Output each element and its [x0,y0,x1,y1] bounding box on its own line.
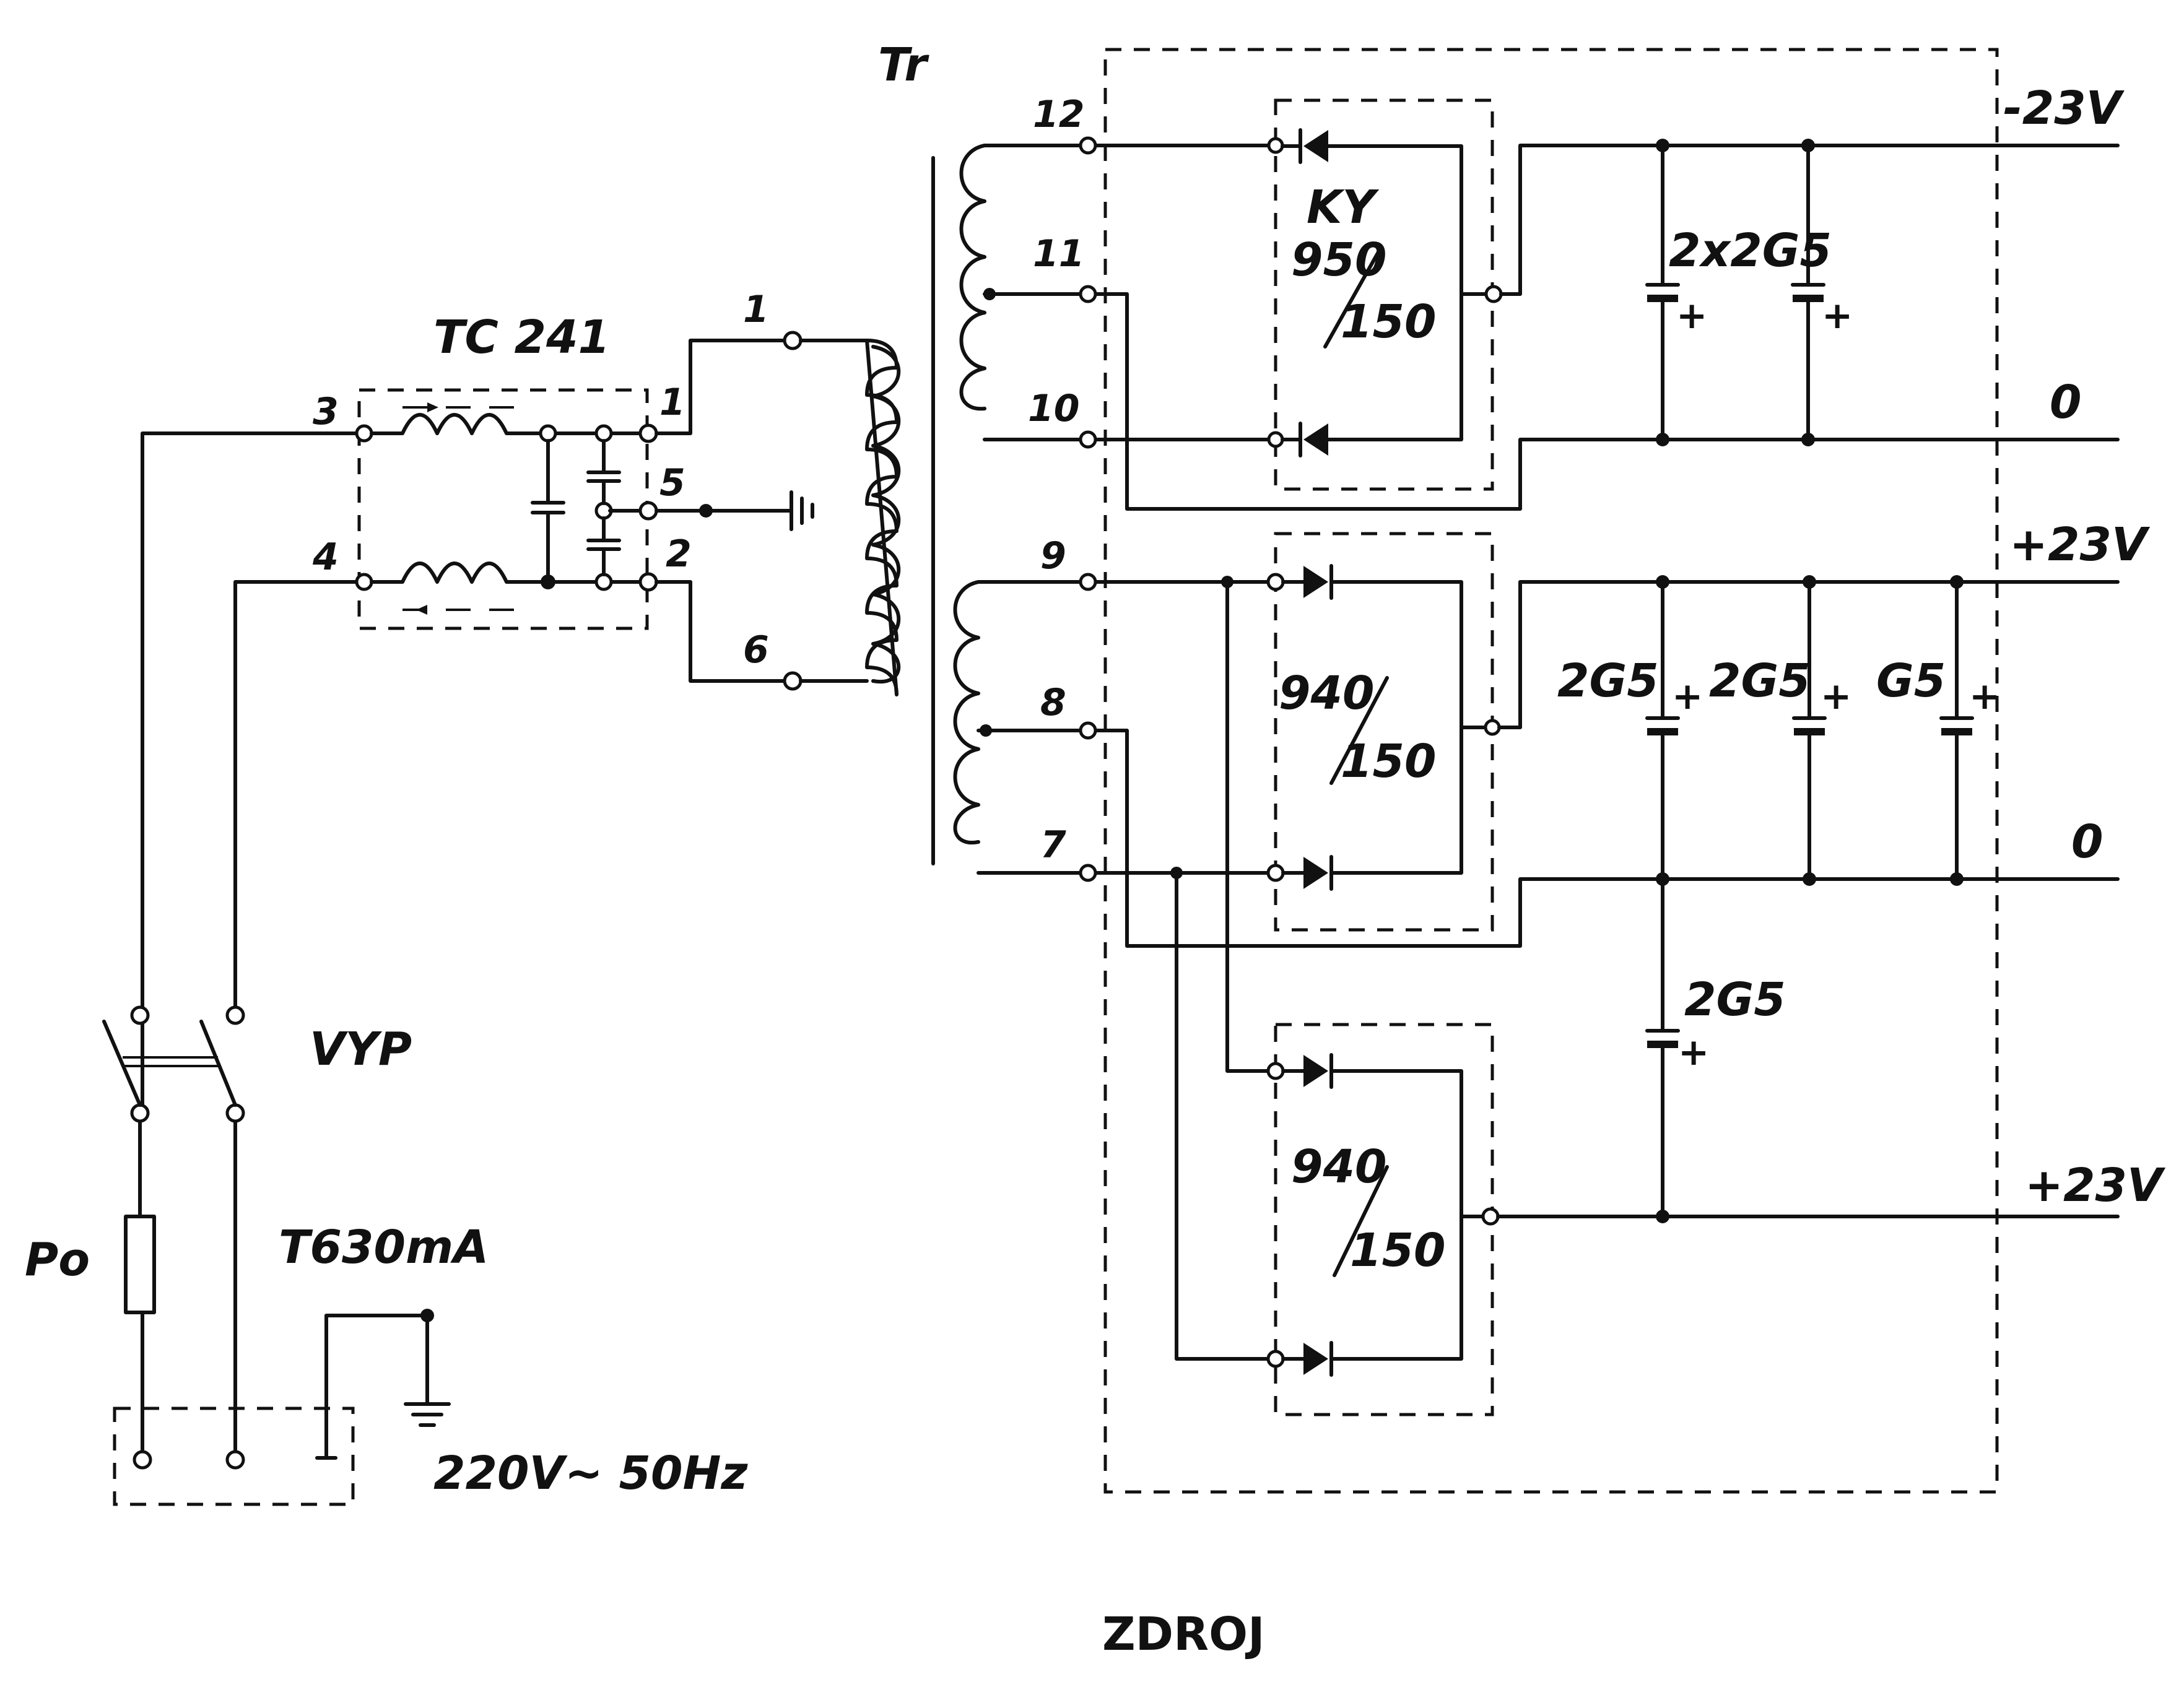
bridge-3 [1175,580,2120,1377]
filter-pin-2: 2 [666,532,692,576]
secondary-pin-8: 8 [1040,681,1066,724]
output-zero-2: 0 [2071,815,2104,869]
output-pos23-b: +23V [2025,1159,2166,1212]
filter-pin-4: 4 [312,535,339,579]
caps-rail-2 [1645,575,1974,886]
cap-5-plus: + [1678,1031,1709,1074]
fuse-symbol [124,1215,156,1314]
mains-input-section [102,431,451,1470]
secondary-pin-9: 9 [1040,534,1066,578]
fuse-rating: T630mA [279,1221,489,1274]
bridge-1 [1094,128,2120,511]
output-neg23: -23V [2003,82,2125,135]
ground-symbol-filter [790,490,814,531]
bridge-1-type: KY [1307,181,1379,234]
cap-5-label: 2G5 [1684,973,1786,1026]
bridge-1-part-b: 150 [1341,295,1436,349]
filter-pin-3: 3 [313,390,339,433]
cap-1b-plus: + [1822,294,1853,337]
output-pos23-a: +23V [2009,518,2151,571]
cap-2-plus: + [1672,675,1703,718]
cap-4-plus: + [1969,675,2000,718]
primary-pin-6: 6 [743,628,769,672]
caps-rail-1 [1645,139,1825,446]
secondary-pin-11: 11 [1033,232,1085,275]
transformer-label: Tr [878,38,929,92]
filter-label: TC 241 [433,311,610,364]
fuse-label: Po [25,1233,90,1286]
cap-4-label: G5 [1876,654,1946,708]
cap-1a-plus: + [1676,294,1707,337]
secondary-pin-10: 10 [1028,387,1080,430]
bridge-3-part-a: 940 [1291,1140,1386,1194]
cap-1-label: 2x2G5 [1669,224,1832,277]
emi-filter [355,402,814,615]
bridge-2-part-a: 940 [1279,667,1374,720]
mains-label: 220V~ 50Hz [433,1447,748,1500]
filter-pin-1: 1 [659,381,685,424]
switch-label: VYP [310,1023,412,1076]
filter-pin-5: 5 [659,461,685,505]
cap-3-plus: + [1821,675,1851,718]
cap-3-label: 2G5 [1709,654,1811,708]
transformer [655,136,1097,882]
output-zero-1: 0 [2050,376,2082,429]
secondary-pin-12: 12 [1033,93,1085,136]
secondary-pin-7: 7 [1040,823,1066,867]
cap-2-label: 2G5 [1557,654,1659,708]
diagram-title: ZDROJ [1102,1608,1265,1661]
ground-symbol-mains [404,1402,451,1427]
psu-enclosure [1103,48,1999,1494]
bridge-2-part-b: 150 [1341,735,1436,788]
switch-symbol [102,1005,245,1123]
primary-pin-1: 1 [743,288,769,331]
bridge-1-part-a: 950 [1291,233,1386,287]
bridge-3-part-b: 150 [1350,1224,1445,1277]
bridge-2 [1094,564,2120,948]
